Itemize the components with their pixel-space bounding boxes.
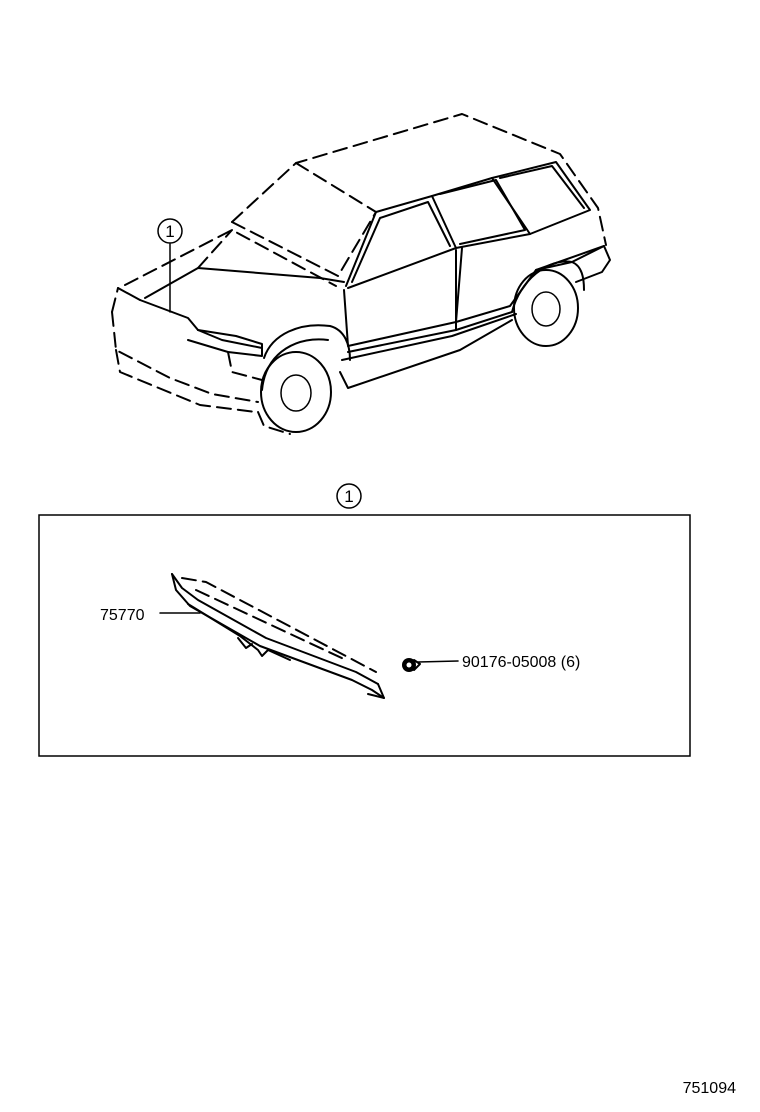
part-label-75770: 75770	[100, 607, 145, 624]
callout-circle-vehicle	[157, 218, 183, 244]
callout-circle-detail	[336, 483, 362, 509]
detail-frame	[38, 514, 691, 757]
callout-number-detail: 1	[344, 487, 353, 506]
part-label-clip: 90176-05008 (6)	[462, 654, 580, 671]
vehicle-outline-icon	[111, 113, 611, 435]
leader-line-clip	[417, 660, 459, 663]
clip-icon	[402, 658, 421, 672]
illustration-number: 751094	[683, 1080, 736, 1097]
hood-molding-icon	[171, 573, 385, 699]
callout-number-vehicle: 1	[165, 222, 174, 241]
